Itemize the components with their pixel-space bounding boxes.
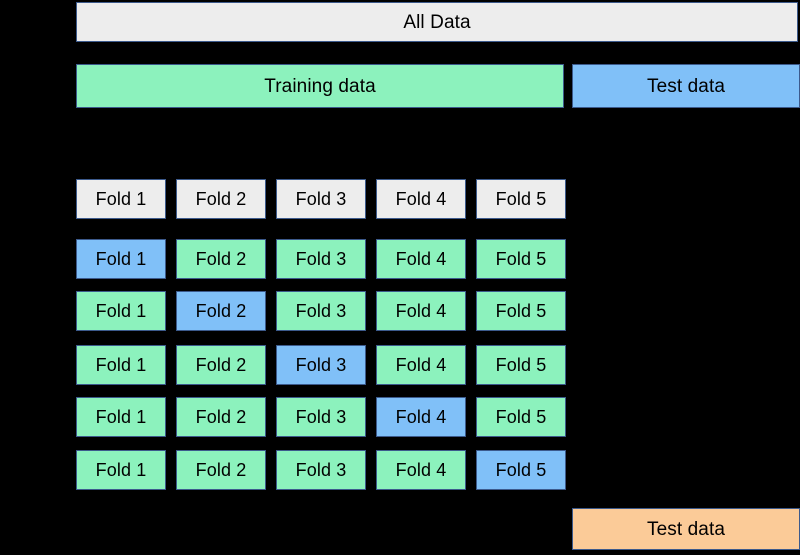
cv-iteration-5-fold-5: Fold 5 — [476, 450, 566, 490]
cv-iteration-1-fold-1: Fold 1 — [76, 239, 166, 279]
cv-iteration-5-fold-2: Fold 2 — [176, 450, 266, 490]
cv-iteration-1-fold-5: Fold 5 — [476, 239, 566, 279]
cv-iteration-4-fold-5: Fold 5 — [476, 397, 566, 437]
cv-iteration-4-fold-4: Fold 4 — [376, 397, 466, 437]
cv-iteration-2-fold-5: Fold 5 — [476, 291, 566, 331]
cv-iteration-4-fold-1: Fold 1 — [76, 397, 166, 437]
fold-header-cell-4: Fold 4 — [376, 179, 466, 219]
cv-iteration-2-fold-1: Fold 1 — [76, 291, 166, 331]
fold-header-cell-3: Fold 3 — [276, 179, 366, 219]
cv-iteration-5-fold-1: Fold 1 — [76, 450, 166, 490]
cv-iteration-3-fold-2: Fold 2 — [176, 345, 266, 385]
cv-iteration-3-fold-5: Fold 5 — [476, 345, 566, 385]
cv-iteration-4-fold-3: Fold 3 — [276, 397, 366, 437]
cv-iteration-4-fold-2: Fold 2 — [176, 397, 266, 437]
cv-iteration-3-fold-1: Fold 1 — [76, 345, 166, 385]
fold-header-cell-2: Fold 2 — [176, 179, 266, 219]
cv-iteration-2-fold-4: Fold 4 — [376, 291, 466, 331]
cv-iteration-2-fold-2: Fold 2 — [176, 291, 266, 331]
cv-iteration-1-fold-2: Fold 2 — [176, 239, 266, 279]
training-data-bar: Training data — [76, 64, 564, 108]
cv-iteration-1-fold-3: Fold 3 — [276, 239, 366, 279]
fold-header-cell-5: Fold 5 — [476, 179, 566, 219]
cv-iteration-5-fold-4: Fold 4 — [376, 450, 466, 490]
fold-header-cell-1: Fold 1 — [76, 179, 166, 219]
cv-iteration-2-fold-3: Fold 3 — [276, 291, 366, 331]
cv-iteration-1-fold-4: Fold 4 — [376, 239, 466, 279]
final-test-data-bar: Test data — [572, 508, 800, 550]
cv-iteration-3-fold-3: Fold 3 — [276, 345, 366, 385]
test-data-bar: Test data — [572, 64, 800, 108]
cv-iteration-5-fold-3: Fold 3 — [276, 450, 366, 490]
cv-iteration-3-fold-4: Fold 4 — [376, 345, 466, 385]
all-data-bar: All Data — [76, 2, 798, 42]
